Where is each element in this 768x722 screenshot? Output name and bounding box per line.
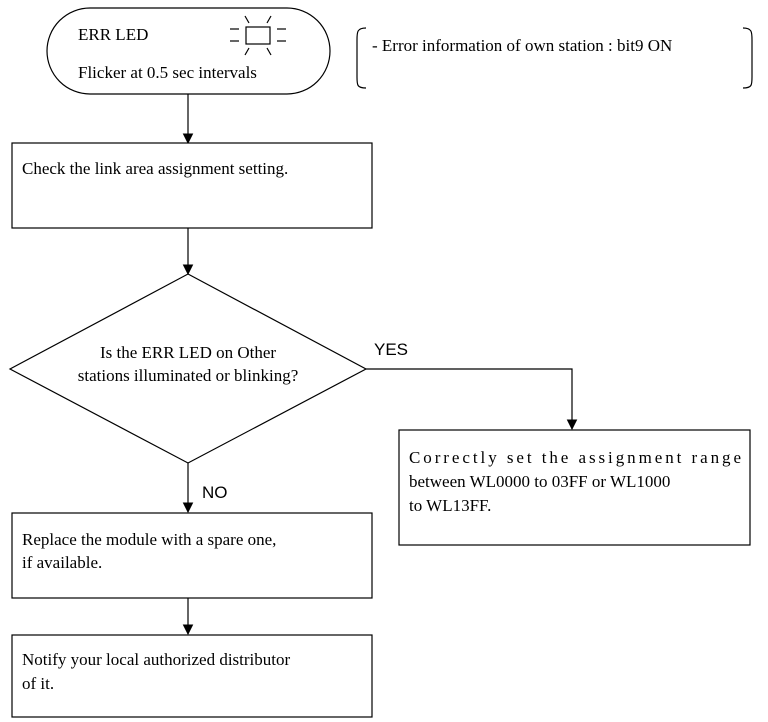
process-text: Check the link area assignment setting. (22, 159, 288, 178)
note-right-bracket (742, 27, 753, 89)
no-result-box (11, 512, 373, 599)
start-terminator: ERR LED Flicker at 0.5 sec intervals (46, 7, 331, 95)
arrow-yes-branch (366, 368, 578, 431)
process-notify-distributor: Notify your local authorized distributor… (11, 634, 373, 718)
decision-line-2: stations illuminated or blinking? (78, 366, 299, 385)
final-line-1: Notify your local authorized distributor (22, 650, 290, 669)
no-result-line-1: Replace the module with a spare one, (22, 530, 276, 549)
final-box (11, 634, 373, 718)
note-left-bracket (356, 27, 367, 89)
flickering-led-icon (230, 15, 286, 56)
error-note: - Error information of own station : bit… (356, 27, 753, 89)
no-label: NO (202, 483, 228, 502)
final-line-2: of it. (22, 674, 54, 693)
yes-result-box (398, 429, 751, 546)
yes-result-line-3: to WL13FF. (409, 496, 491, 515)
process-correct-assignment-range: Correctly set the assignment range betwe… (398, 429, 751, 546)
process-replace-module: Replace the module with a spare one, if … (11, 512, 373, 599)
note-text: - Error information of own station : bit… (372, 36, 672, 55)
decision-err-led-other-stations: Is the ERR LED on Other stations illumin… (8, 273, 368, 464)
no-result-line-2: if available. (22, 553, 102, 572)
yes-result-line-2: between WL0000 to 03FF or WL1000 (409, 472, 670, 491)
yes-label: YES (374, 340, 408, 359)
start-title: ERR LED (78, 25, 148, 44)
process-check-assignment: Check the link area assignment setting. (11, 142, 373, 229)
process-box (11, 142, 373, 229)
yes-result-line-1: Correctly set the assignment range (409, 448, 741, 467)
start-subtitle: Flicker at 0.5 sec intervals (78, 63, 257, 82)
decision-line-1: Is the ERR LED on Other (100, 343, 276, 362)
